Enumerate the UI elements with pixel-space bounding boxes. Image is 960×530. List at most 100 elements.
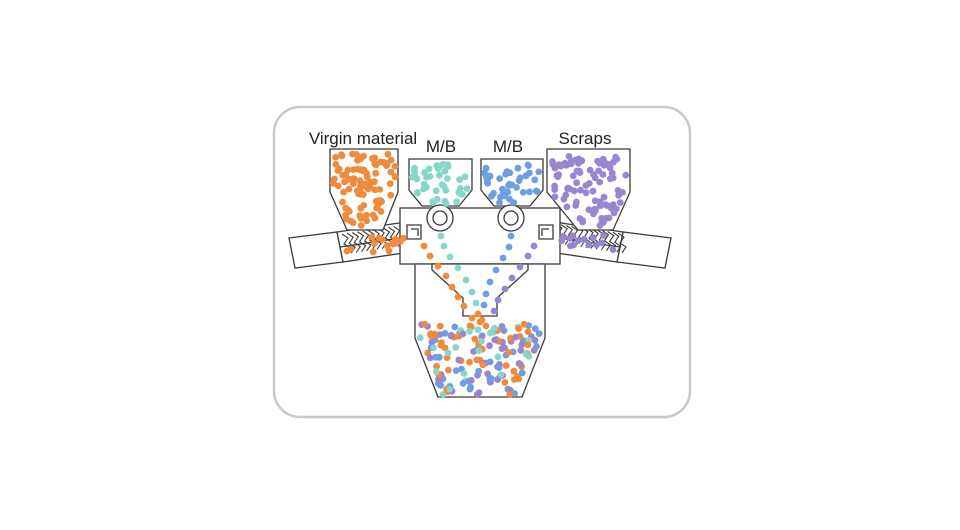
pellet	[357, 214, 365, 222]
pellet	[486, 278, 494, 286]
pellet	[455, 356, 463, 364]
pellet	[525, 162, 532, 170]
screw-flight	[372, 229, 382, 250]
pellet	[445, 366, 452, 374]
pellet	[512, 333, 520, 341]
label-virgin-material: Virgin material	[309, 129, 417, 148]
pellet	[387, 191, 395, 199]
pellet	[345, 185, 353, 193]
pellet	[436, 162, 444, 170]
pellet	[413, 189, 421, 196]
pellet	[551, 193, 559, 201]
pellet	[472, 299, 480, 307]
pellet	[567, 160, 575, 168]
pellet	[391, 240, 398, 248]
pellet	[549, 158, 556, 165]
pellet	[585, 241, 593, 249]
pellet	[387, 156, 395, 164]
pellet	[339, 198, 346, 206]
pellet	[507, 232, 515, 240]
pellet	[430, 344, 437, 352]
pellet	[466, 385, 474, 393]
pellet	[515, 360, 523, 367]
pellet	[476, 318, 484, 326]
pellet	[356, 177, 364, 185]
pellet	[579, 218, 586, 226]
pellet	[462, 276, 470, 284]
pellet	[614, 187, 622, 194]
pellet	[475, 347, 483, 355]
pellet	[501, 285, 509, 293]
pellet	[385, 247, 393, 255]
pellet	[338, 151, 345, 159]
pellet	[517, 346, 525, 354]
pellet	[516, 263, 524, 271]
pellet	[484, 370, 491, 378]
pellet	[347, 217, 355, 225]
pellet	[459, 190, 466, 198]
pellet	[580, 235, 588, 243]
mixing-funnel	[431, 263, 529, 317]
pellet	[339, 171, 347, 179]
pellet	[437, 381, 444, 389]
pellet	[446, 253, 454, 261]
pellet	[386, 180, 394, 188]
pellet	[484, 178, 491, 185]
pellet	[332, 153, 339, 161]
pellet	[530, 242, 538, 250]
pellet	[490, 307, 498, 315]
pellet	[494, 296, 502, 304]
pellet	[479, 361, 487, 369]
pellet	[488, 192, 495, 200]
pellet	[436, 376, 444, 384]
pellet	[501, 379, 509, 386]
pellet	[441, 167, 449, 175]
pellet	[585, 206, 593, 214]
pellet	[557, 162, 565, 170]
pellet	[563, 203, 571, 211]
pellet	[344, 175, 352, 183]
pellet	[368, 233, 376, 241]
pellet	[432, 368, 440, 375]
pellet	[499, 185, 506, 193]
pellet	[574, 237, 582, 245]
pellet	[576, 169, 584, 177]
pellet	[387, 168, 395, 176]
dosing-wheel-right-hub	[503, 210, 519, 226]
pellet	[518, 369, 526, 377]
pellet-particles	[329, 150, 630, 398]
pellet	[363, 169, 370, 177]
pellet	[420, 181, 428, 188]
pellet	[486, 342, 493, 350]
pellet	[531, 176, 539, 184]
pellet	[506, 390, 514, 398]
pellet	[363, 211, 370, 219]
screw-flight	[597, 229, 607, 251]
pellet	[376, 186, 384, 193]
pellet	[582, 189, 590, 197]
pellet	[426, 354, 434, 362]
dosing-manifold	[399, 207, 561, 265]
pellet	[452, 344, 460, 351]
pellet	[558, 237, 566, 245]
pellet	[492, 266, 500, 274]
inlet-port-left	[406, 224, 422, 240]
pellet	[369, 248, 377, 256]
pellet	[421, 320, 429, 328]
pellet	[340, 188, 347, 196]
pellet	[475, 389, 483, 396]
pellet	[505, 349, 512, 356]
pellet	[531, 325, 539, 332]
pellet	[507, 334, 514, 342]
pellet	[434, 262, 442, 270]
pellet	[461, 173, 469, 181]
pellet	[411, 171, 418, 179]
pellet	[498, 345, 506, 352]
pellet	[569, 172, 577, 180]
pellet	[342, 204, 350, 212]
inlet-port-right	[538, 224, 554, 240]
pellet	[501, 192, 509, 200]
screw-flight	[362, 230, 372, 252]
pellet	[468, 288, 476, 296]
pellet	[440, 242, 448, 250]
